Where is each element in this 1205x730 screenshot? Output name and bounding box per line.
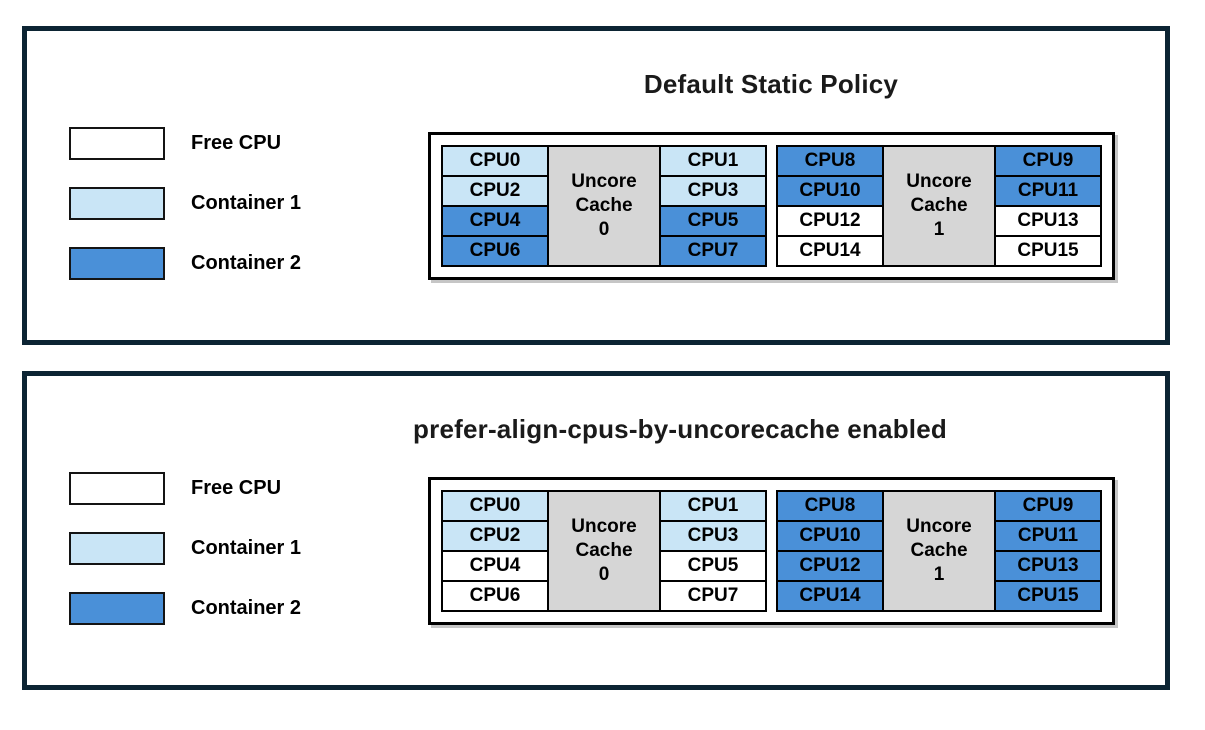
legend-item-free-cpu: Free CPU — [69, 472, 301, 505]
cpu-cell: CPU5 — [659, 205, 767, 237]
cpu-cell: CPU9 — [994, 490, 1102, 522]
cpu-column: CPU8 CPU10 CPU12 CPU14 — [776, 490, 884, 612]
legend: Free CPU Container 1 Container 2 — [69, 472, 301, 625]
legend-label: Free CPU — [191, 477, 282, 499]
cpu-cell: CPU6 — [441, 235, 549, 267]
cache-label-line: Cache — [575, 195, 633, 217]
cpu-cell: CPU12 — [776, 550, 884, 582]
cache-label-line: Cache — [910, 540, 968, 562]
cpu-column: CPU8 CPU10 CPU12 CPU14 — [776, 145, 884, 267]
cpu-cell: CPU11 — [994, 520, 1102, 552]
cpu-cell: CPU5 — [659, 550, 767, 582]
cache-label-line: 1 — [933, 218, 945, 240]
cpu-cell: CPU12 — [776, 205, 884, 237]
cpu-cell: CPU4 — [441, 550, 549, 582]
cache-label-line: Uncore — [571, 171, 637, 193]
cache-label-line: 0 — [598, 218, 610, 240]
uncore-cache-1-group: CPU8 CPU10 CPU12 CPU14 Uncore Cache 1 CP… — [776, 490, 1102, 612]
cache-label-line: Cache — [575, 540, 633, 562]
cpu-cell: CPU1 — [659, 145, 767, 177]
uncore-cache-box: Uncore Cache 1 — [882, 490, 996, 612]
uncore-cache-1-group: CPU8 CPU10 CPU12 CPU14 Uncore Cache 1 CP… — [776, 145, 1102, 267]
cpu-column: CPU1 CPU3 CPU5 CPU7 — [659, 490, 767, 612]
cpu-cell: CPU2 — [441, 175, 549, 207]
cpu-cell: CPU15 — [994, 580, 1102, 612]
cpu-cell: CPU15 — [994, 235, 1102, 267]
cpu-cell: CPU13 — [994, 205, 1102, 237]
uncore-cache-0-group: CPU0 CPU2 CPU4 CPU6 Uncore Cache 0 CPU1 … — [441, 145, 767, 267]
cpu-cell: CPU8 — [776, 490, 884, 522]
cpu-column: CPU0 CPU2 CPU4 CPU6 — [441, 490, 549, 612]
legend-item-free-cpu: Free CPU — [69, 127, 301, 160]
cpu-cell: CPU7 — [659, 580, 767, 612]
cpu-cell: CPU8 — [776, 145, 884, 177]
legend: Free CPU Container 1 Container 2 — [69, 127, 301, 280]
cache-label-line: Cache — [910, 195, 968, 217]
cpu-column: CPU9 CPU11 CPU13 CPU15 — [994, 490, 1102, 612]
legend-swatch-free-cpu — [69, 127, 165, 160]
cache-label-line: Uncore — [906, 171, 972, 193]
cache-label-line: 0 — [598, 563, 610, 585]
legend-item-container-1: Container 1 — [69, 532, 301, 565]
cpu-cell: CPU7 — [659, 235, 767, 267]
cpu-cell: CPU10 — [776, 520, 884, 552]
cpu-cell: CPU2 — [441, 520, 549, 552]
cache-label-line: Uncore — [571, 516, 637, 538]
legend-label: Container 1 — [191, 537, 302, 559]
cpu-cell: CPU4 — [441, 205, 549, 237]
cpu-column: CPU1 CPU3 CPU5 CPU7 — [659, 145, 767, 267]
legend-swatch-container-2 — [69, 592, 165, 625]
cpu-cell: CPU3 — [659, 520, 767, 552]
cpu-cell: CPU1 — [659, 490, 767, 522]
cpu-column: CPU9 CPU11 CPU13 CPU15 — [994, 145, 1102, 267]
legend-label: Free CPU — [191, 132, 282, 154]
legend-label: Container 2 — [191, 597, 302, 619]
panel-title: prefer-align-cpus-by-uncorecache enabled — [413, 414, 947, 444]
cpu-cell: CPU13 — [994, 550, 1102, 582]
cpu-cell: CPU0 — [441, 145, 549, 177]
uncore-cache-0-group: CPU0 CPU2 CPU4 CPU6 Uncore Cache 0 CPU1 … — [441, 490, 767, 612]
cpu-topology-diagram: CPU0 CPU2 CPU4 CPU6 Uncore Cache 0 CPU1 … — [428, 477, 1115, 625]
cpu-cell: CPU10 — [776, 175, 884, 207]
uncore-cache-box: Uncore Cache 1 — [882, 145, 996, 267]
uncore-cache-box: Uncore Cache 0 — [547, 490, 661, 612]
legend-label: Container 1 — [191, 192, 302, 214]
legend-item-container-2: Container 2 — [69, 592, 301, 625]
cpu-cell: CPU6 — [441, 580, 549, 612]
panel-prefer-align-uncorecache: prefer-align-cpus-by-uncorecache enabled… — [22, 371, 1170, 690]
cpu-cell: CPU14 — [776, 235, 884, 267]
cpu-cell: CPU0 — [441, 490, 549, 522]
cpu-cell: CPU3 — [659, 175, 767, 207]
panel-default-static-policy: Default Static Policy Free CPU Container… — [22, 26, 1170, 345]
cpu-cell: CPU9 — [994, 145, 1102, 177]
cpu-cell: CPU14 — [776, 580, 884, 612]
cpu-column: CPU0 CPU2 CPU4 CPU6 — [441, 145, 549, 267]
legend-swatch-container-1 — [69, 187, 165, 220]
legend-swatch-container-1 — [69, 532, 165, 565]
legend-item-container-1: Container 1 — [69, 187, 301, 220]
panel-title: Default Static Policy — [643, 69, 899, 99]
legend-swatch-container-2 — [69, 247, 165, 280]
legend-swatch-free-cpu — [69, 472, 165, 505]
uncore-cache-box: Uncore Cache 0 — [547, 145, 661, 267]
legend-item-container-2: Container 2 — [69, 247, 301, 280]
cache-label-line: 1 — [933, 563, 945, 585]
cache-label-line: Uncore — [906, 516, 972, 538]
legend-label: Container 2 — [191, 252, 302, 274]
cpu-cell: CPU11 — [994, 175, 1102, 207]
cpu-topology-diagram: CPU0 CPU2 CPU4 CPU6 Uncore Cache 0 CPU1 … — [428, 132, 1115, 280]
